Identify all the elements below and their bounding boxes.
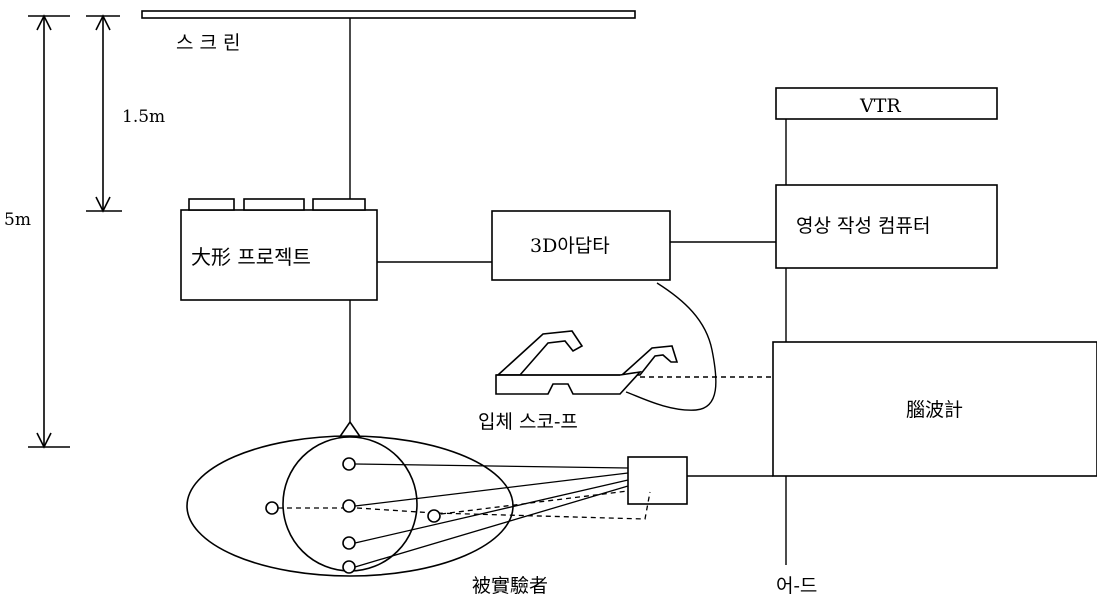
subject-nose-marker — [338, 420, 362, 439]
electrode-3 — [342, 536, 356, 550]
reference-electrode-right — [427, 509, 441, 523]
electrode-1 — [342, 457, 356, 471]
electrode-4 — [342, 560, 356, 574]
projector-label: 大形 프로젝트 — [191, 245, 311, 269]
eeg-box — [772, 341, 1097, 477]
adapter-box — [491, 210, 671, 281]
reference-electrode-left — [265, 501, 279, 515]
adapter-label: 3D아답타 — [530, 235, 610, 257]
screen-bar — [141, 10, 636, 19]
image-computer-box — [775, 184, 998, 269]
electrodes — [265, 457, 441, 574]
vtr-box — [775, 87, 998, 120]
ground-label: 어-드 — [776, 575, 817, 597]
stereoscope-glasses — [495, 330, 679, 395]
vtr-label: VTR — [859, 95, 901, 117]
adapter-glasses-cable — [625, 282, 717, 411]
image-computer-label: 영상 작성 컴퓨터 — [796, 215, 930, 237]
subject-label: 被實驗者 — [472, 575, 548, 597]
electrode-junction-box — [627, 456, 688, 505]
eeg-label: 腦波計 — [906, 399, 963, 421]
distance-marker-upper — [86, 14, 122, 213]
distance-total-label: 5m — [4, 210, 31, 230]
distance-upper-label: 1.5m — [122, 107, 165, 127]
electrode-2 — [342, 499, 356, 513]
stereoscope-label: 입체 스코-프 — [478, 411, 578, 433]
electrode-wires — [354, 463, 629, 568]
reference-dashed-wires — [278, 490, 651, 520]
distance-marker-total — [28, 14, 70, 449]
screen-label: 스 크 린 — [176, 32, 241, 54]
projector-box — [180, 198, 378, 301]
